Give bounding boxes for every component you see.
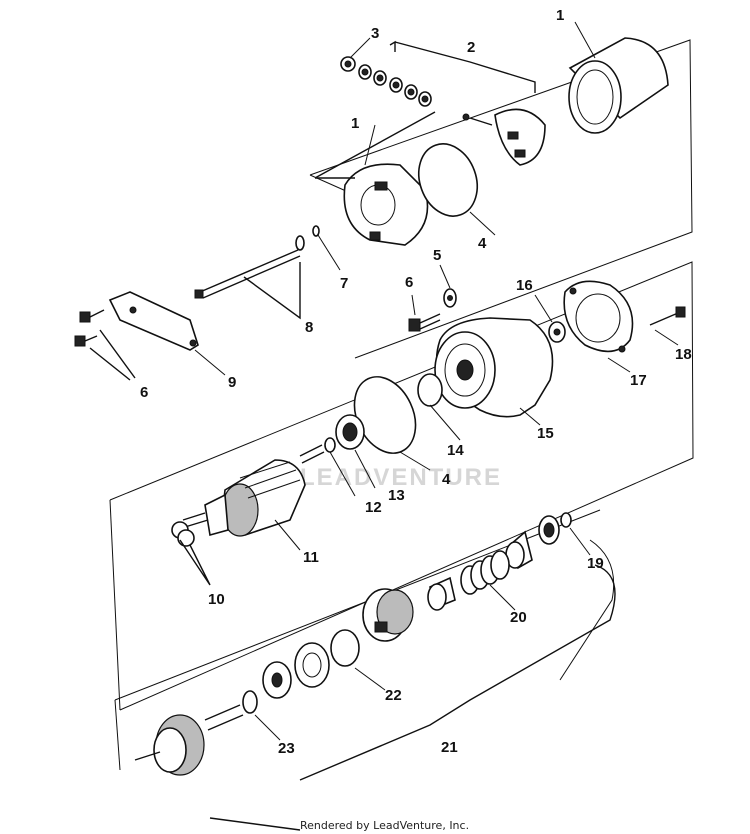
thrust-washer: [324, 437, 336, 453]
yoke-housing: [568, 37, 669, 134]
o-ring-lower: [353, 376, 417, 454]
one-way-clutch: [294, 642, 330, 688]
leader-lines: [194, 21, 679, 741]
clutch-sleeve: [505, 530, 533, 570]
pinion-gear-clutch: [362, 588, 414, 642]
callout-17: 17: [630, 372, 647, 389]
callout-12: 12: [365, 499, 382, 516]
spring: [460, 550, 510, 595]
callout-6-left: 6: [140, 384, 148, 401]
mounting-bracket: [108, 291, 199, 351]
through-bolt: [194, 235, 305, 299]
callout-11: 11: [303, 549, 319, 566]
armature: [182, 444, 325, 537]
callout-8: 8: [305, 319, 313, 336]
front-housing: [434, 317, 554, 418]
callout-22: 22: [385, 687, 402, 704]
snap-ring-19: [560, 512, 572, 528]
callout-20: 20: [510, 609, 527, 626]
collar: [427, 576, 456, 611]
callout-1-top: 1: [556, 7, 564, 24]
retaining-ring-22: [330, 629, 360, 667]
callout-21: 21: [441, 739, 458, 756]
callout-19: 19: [587, 555, 604, 572]
render-credit: Rendered by LeadVenture, Inc.: [300, 819, 469, 832]
rear-end-cover: [314, 111, 436, 246]
callout-6-middle: 6: [405, 274, 413, 291]
callout-4-lower: 4: [442, 471, 451, 488]
callout-15: 15: [537, 425, 554, 442]
callout-labels: 1 2 3 1 4 7 8 5 6 9 6 16 17 18 15 14 4 1…: [140, 7, 692, 757]
nut-washer-stack: [340, 56, 432, 107]
o-ring-small: [417, 373, 443, 407]
mount-bolt-and-washer: [408, 288, 457, 332]
watermark-text: LEADVENTURE: [300, 464, 502, 491]
bearing: [335, 414, 365, 450]
pinion-shaft-gear: [134, 704, 244, 776]
small-ring: [312, 225, 320, 237]
leader-8: [243, 262, 301, 320]
bracket-bolts: [74, 309, 136, 381]
callout-14: 14: [447, 442, 464, 459]
callout-10: 10: [208, 591, 225, 608]
callout-bracket-2: [389, 40, 536, 93]
callout-9: 9: [228, 374, 236, 391]
callout-3: 3: [371, 25, 379, 42]
bearing-race: [538, 515, 560, 545]
callout-2: 2: [467, 39, 475, 56]
circlip-23: [242, 690, 258, 714]
callout-7: 7: [340, 275, 348, 292]
callout-bracket-21: [209, 564, 616, 831]
callout-16: 16: [516, 277, 533, 294]
brush-holder: [462, 108, 546, 166]
callout-23: 23: [278, 740, 295, 757]
assembly-frame-middle: [109, 261, 694, 711]
callout-18: 18: [675, 346, 692, 363]
callout-1-cover: 1: [351, 115, 359, 132]
brush-springs: [171, 521, 211, 586]
callout-5: 5: [433, 247, 441, 264]
cover-gasket: [548, 280, 686, 353]
callout-13: 13: [388, 487, 405, 504]
callout-4-upper: 4: [478, 235, 487, 252]
o-ring-upper: [418, 143, 478, 217]
thrust-plate: [262, 661, 292, 699]
